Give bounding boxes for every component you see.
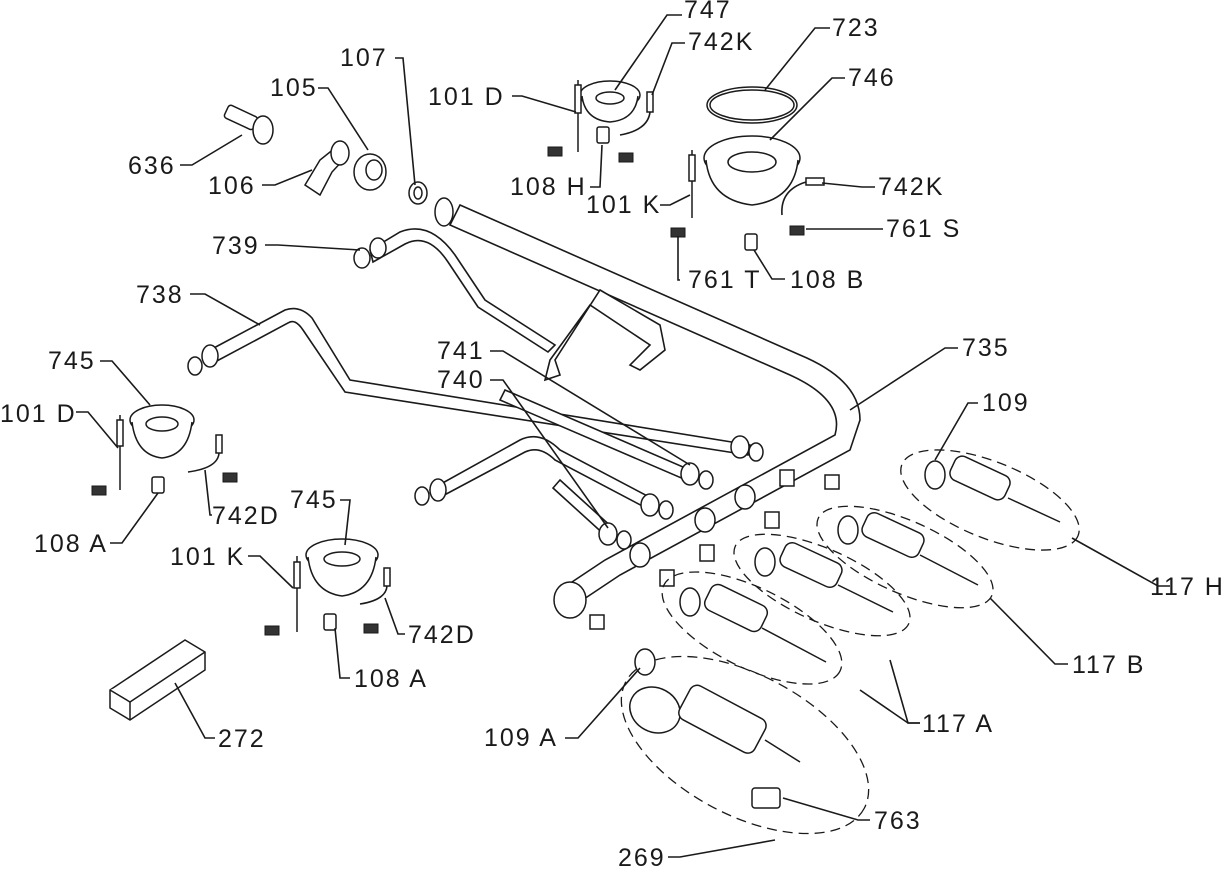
- clips: [91, 146, 805, 636]
- burner-745-left: [129, 404, 195, 459]
- label-742k-top: 742K: [688, 28, 754, 56]
- electrode-101k-top: [688, 150, 696, 218]
- label-117b: 117 B: [1072, 651, 1145, 679]
- label-742k-right: 742K: [878, 173, 944, 201]
- valve-117b-1: [816, 505, 994, 609]
- label-107: 107: [340, 44, 388, 72]
- label-108b: 108 B: [790, 266, 865, 294]
- label-738: 738: [136, 281, 184, 309]
- label-745-left: 745: [48, 347, 96, 375]
- label-101k-left: 101 K: [170, 543, 245, 571]
- label-105: 105: [270, 74, 318, 102]
- label-108h: 108 H: [510, 173, 587, 201]
- pipe-741: [498, 388, 714, 490]
- pipe-740: [414, 435, 674, 550]
- lead-742k-top: [619, 91, 654, 136]
- washer-107: [408, 181, 428, 205]
- label-117h: 117 H: [1150, 573, 1225, 601]
- label-746: 746: [848, 64, 896, 92]
- leader-lines: [76, 14, 1170, 858]
- electrode-101d-left: [116, 415, 124, 490]
- electrode-101d-top: [574, 80, 582, 152]
- label-108a-left: 108 A: [34, 530, 108, 558]
- label-272: 272: [218, 725, 266, 753]
- electrode-101k-left: [293, 556, 301, 632]
- lead-742d-mid: [359, 567, 391, 605]
- label-101k-top: 101 K: [586, 191, 661, 219]
- fitting-636: [223, 104, 274, 145]
- lead-742k-right: [781, 177, 825, 216]
- label-761t: 761 T: [688, 266, 761, 294]
- label-739: 739: [212, 232, 260, 260]
- valve-269: [620, 648, 870, 835]
- label-740: 740: [437, 366, 485, 394]
- pipe-739: [353, 228, 557, 354]
- label-101d-top: 101 D: [428, 83, 505, 111]
- valve-117h: [900, 449, 1080, 551]
- label-745-mid: 745: [290, 486, 338, 514]
- pipe-738: [187, 307, 764, 462]
- label-761s: 761 S: [886, 215, 961, 243]
- pipe-735: [434, 197, 861, 630]
- label-735: 735: [962, 334, 1010, 362]
- injectors: [151, 126, 758, 631]
- ignition-module-272: [109, 639, 206, 721]
- label-106: 106: [208, 172, 256, 200]
- burner-747: [579, 80, 641, 123]
- ring-723: [706, 86, 798, 124]
- label-269: 269: [618, 844, 666, 870]
- label-108a-mid: 108 A: [354, 665, 428, 693]
- elbow-106: [303, 140, 350, 197]
- valve-117b-2: [733, 533, 911, 637]
- label-741: 741: [437, 337, 485, 365]
- label-101d-left: 101 D: [0, 400, 77, 428]
- label-742d-mid: 742D: [408, 621, 476, 649]
- label-636: 636: [128, 152, 176, 180]
- label-723: 723: [832, 14, 880, 42]
- burner-745-mid: [305, 538, 379, 597]
- label-763: 763: [874, 807, 922, 835]
- label-109: 109: [982, 389, 1030, 417]
- burner-746: [703, 135, 801, 206]
- label-117a: 117 A: [922, 710, 994, 738]
- valve-117a: [661, 571, 843, 685]
- lead-742d-left: [187, 434, 223, 473]
- nut-105: [353, 153, 387, 191]
- label-747: 747: [684, 0, 732, 24]
- label-742d-left: 742D: [212, 502, 280, 530]
- label-109a: 109 A: [484, 724, 558, 752]
